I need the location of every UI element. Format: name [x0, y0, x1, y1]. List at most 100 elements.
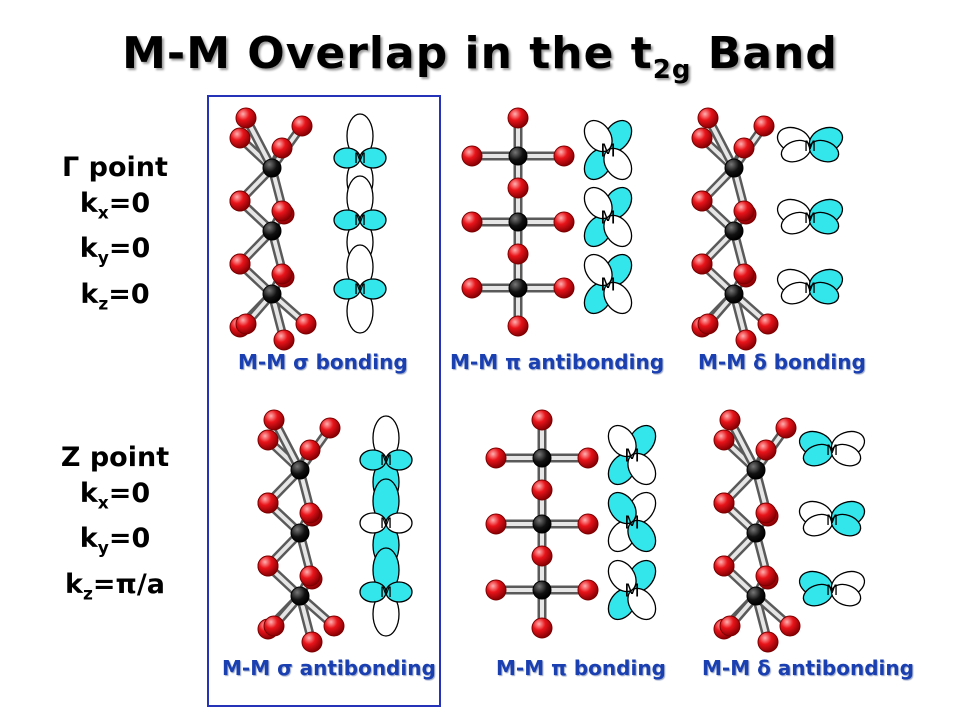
metal-atom: [508, 278, 528, 298]
oxygen-atom: [299, 439, 321, 461]
delta-antibonding-chain: [713, 409, 801, 653]
z-kx-value: 0: [131, 478, 151, 509]
oxygen-atom: [323, 615, 345, 637]
metal-atom: [746, 460, 766, 480]
metal-atom: [262, 221, 282, 241]
oxygen-atom: [577, 447, 599, 469]
orbital-lobe-empty: [830, 583, 862, 607]
oxygen-atom: [257, 492, 279, 514]
oxygen-atom: [507, 315, 529, 337]
sigma-antibonding-chain: [257, 409, 345, 653]
gamma-kz-value: 0: [130, 278, 150, 310]
z-kz-value: π/a: [115, 568, 165, 600]
metal-symbol: M: [624, 445, 640, 466]
caption-sigma-bonding: M-M σ bonding: [238, 350, 408, 374]
oxygen-atom: [507, 243, 529, 265]
metal-symbol: M: [380, 516, 392, 532]
orbital-lobe-shaded: [808, 281, 840, 305]
metal-atom: [262, 158, 282, 178]
oxygen-atom: [507, 107, 529, 129]
metal-symbol: M: [600, 207, 616, 228]
pi-bonding-orbitals: MMM: [607, 424, 657, 621]
sigma-antibonding-orbitals: MMM: [359, 415, 413, 637]
metal-atom: [508, 212, 528, 232]
orbital-lobe-empty: [385, 512, 413, 534]
metal-symbol: M: [380, 585, 392, 601]
oxygen-atom: [485, 513, 507, 535]
oxygen-atom: [299, 502, 321, 524]
delta-bonding-orbitals: MMM: [776, 126, 844, 305]
oxygen-atom: [461, 145, 483, 167]
oxygen-atom: [229, 127, 251, 149]
delta-bonding-chain: [691, 107, 779, 351]
oxygen-atom: [713, 555, 735, 577]
metal-symbol: M: [354, 282, 366, 298]
metal-atom: [746, 586, 766, 606]
orbital-lobe-shaded: [385, 581, 413, 603]
metal-atom: [532, 514, 552, 534]
oxygen-atom: [577, 579, 599, 601]
highlight-frame: [207, 95, 441, 707]
oxygen-atom: [485, 447, 507, 469]
oxygen-atom: [295, 313, 317, 335]
metal-atom: [724, 221, 744, 241]
oxygen-atom: [697, 313, 719, 335]
orbital-lobe-empty: [627, 452, 657, 486]
caption-pi-bonding: M-M π bonding: [496, 656, 666, 680]
orbital-lobe-empty: [830, 443, 862, 467]
metal-symbol: M: [354, 213, 366, 229]
oxygen-atom: [553, 145, 575, 167]
metal-atom: [724, 158, 744, 178]
metal-symbol: M: [600, 274, 616, 295]
caption-delta-bonding: M-M δ bonding: [698, 350, 866, 374]
caption-pi-antibonding: M-M π antibonding: [450, 350, 665, 374]
oxygen-atom: [319, 417, 341, 439]
oxygen-atom: [301, 631, 323, 653]
metal-symbol: M: [804, 211, 816, 227]
oxygen-atom: [461, 277, 483, 299]
oxygen-atom: [229, 190, 251, 212]
oxygen-atom: [531, 617, 553, 639]
oxygen-atom: [691, 253, 713, 275]
oxygen-atom: [757, 631, 779, 653]
orbital-lobe-shaded: [385, 449, 413, 471]
metal-atom: [290, 586, 310, 606]
metal-atom: [724, 284, 744, 304]
oxygen-atom: [531, 479, 553, 501]
oxygen-atom: [271, 200, 293, 222]
metal-atom: [290, 523, 310, 543]
metal-symbol: M: [804, 281, 816, 297]
sigma-bonding-chain: [229, 107, 317, 351]
oxygen-atom: [775, 417, 797, 439]
metal-symbol: M: [826, 513, 838, 529]
z-point-label: Z point kx=0 ky=0 kz=π/a: [60, 442, 170, 605]
orbital-lobe-empty: [603, 281, 633, 315]
metal-symbol: M: [826, 583, 838, 599]
oxygen-atom: [229, 253, 251, 275]
z-ky-value: 0: [131, 523, 151, 555]
metal-atom: [532, 580, 552, 600]
oxygen-atom: [507, 177, 529, 199]
oxygen-atom: [733, 137, 755, 159]
oxygen-atom: [691, 190, 713, 212]
oxygen-atom: [733, 200, 755, 222]
orbital-lobe-shaded: [808, 139, 840, 163]
oxygen-atom: [263, 409, 285, 431]
gamma-point-label: Γ point kx=0 ky=0 kz=0: [62, 152, 168, 315]
oxygen-atom: [263, 615, 285, 637]
oxygen-atom: [757, 313, 779, 335]
page-title: M-M Overlap in the t2g Band: [122, 28, 838, 85]
oxygen-atom: [553, 211, 575, 233]
caption-delta-antibonding: M-M δ antibonding: [702, 656, 914, 680]
oxygen-atom: [697, 107, 719, 129]
oxygen-atom: [299, 565, 321, 587]
oxygen-atom: [755, 439, 777, 461]
metal-symbol: M: [354, 151, 366, 167]
oxygen-atom: [577, 513, 599, 535]
oxygen-atom: [271, 263, 293, 285]
orbital-lobe-empty: [603, 147, 633, 181]
oxygen-atom: [531, 545, 553, 567]
delta-antibonding-orbitals: MMM: [798, 430, 866, 607]
oxygen-atom: [753, 115, 775, 137]
